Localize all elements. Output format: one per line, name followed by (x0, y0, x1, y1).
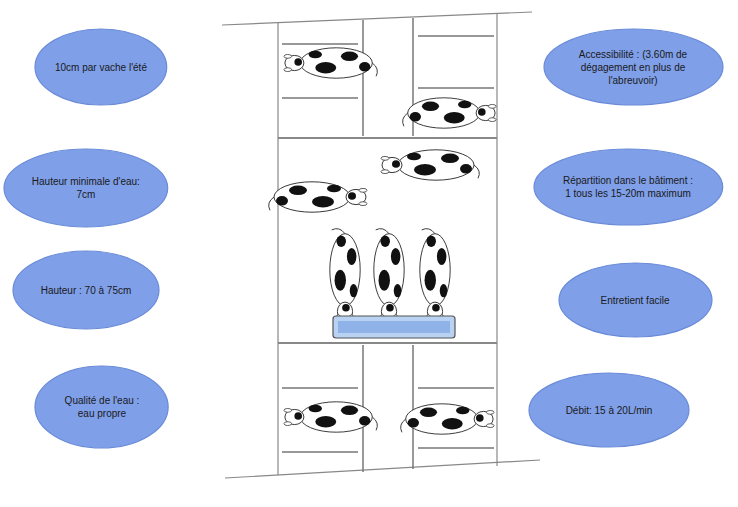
cows (269, 48, 496, 434)
note-text: Hauteur minimale d'eau: 7cm (28, 175, 143, 201)
cow (403, 98, 496, 128)
ellipse-outline (534, 149, 723, 225)
info-ellipse: Qualité de l'eau : eau propre (34, 365, 169, 449)
info-ellipse: Entretient facile (558, 262, 713, 338)
ellipse-outline (4, 149, 168, 227)
info-ellipse: Hauteur minimale d'eau: 7cm (3, 148, 169, 228)
barn-walls (222, 12, 540, 478)
note-text: Répartition dans le bâtiment : 1 tous le… (561, 174, 694, 200)
ellipse-shape (3, 148, 169, 228)
cow (420, 229, 450, 322)
info-ellipse: Hauteur : 70 à 75cm (12, 250, 160, 330)
ellipse-outline (559, 263, 712, 337)
cow (269, 182, 367, 212)
water-trough (333, 316, 455, 338)
info-ellipse: 10cm par vache l'été (34, 28, 168, 106)
info-ellipse: Débit: 15 à 20L/min (528, 372, 690, 448)
ellipse-shape (533, 148, 724, 226)
note-text: Qualité de l'eau : eau propre (55, 394, 148, 420)
info-ellipse: Accessibilité : (3.60m de dégagement en … (543, 28, 724, 106)
ellipse-outline (35, 29, 167, 105)
note-text: Entretient facile (601, 294, 670, 307)
ellipse-shape (34, 365, 169, 449)
ellipse-outline (544, 29, 723, 105)
note-text: 10cm par vache l'été (55, 61, 147, 74)
stall-dividers (282, 18, 494, 472)
note-text: Hauteur : 70 à 75cm (41, 284, 132, 297)
note-text: Accessibilité : (3.60m de dégagement en … (570, 48, 696, 87)
ellipse-outline (13, 251, 159, 329)
cow (284, 48, 377, 78)
ellipse-outline (529, 373, 689, 447)
cow (401, 404, 494, 434)
ellipse-outline (35, 366, 168, 448)
note-text: Débit: 15 à 20L/min (566, 404, 653, 417)
cow (284, 402, 377, 432)
cow (374, 229, 404, 322)
info-ellipse: Répartition dans le bâtiment : 1 tous le… (533, 148, 724, 226)
cow (330, 229, 360, 322)
cow (381, 150, 479, 180)
